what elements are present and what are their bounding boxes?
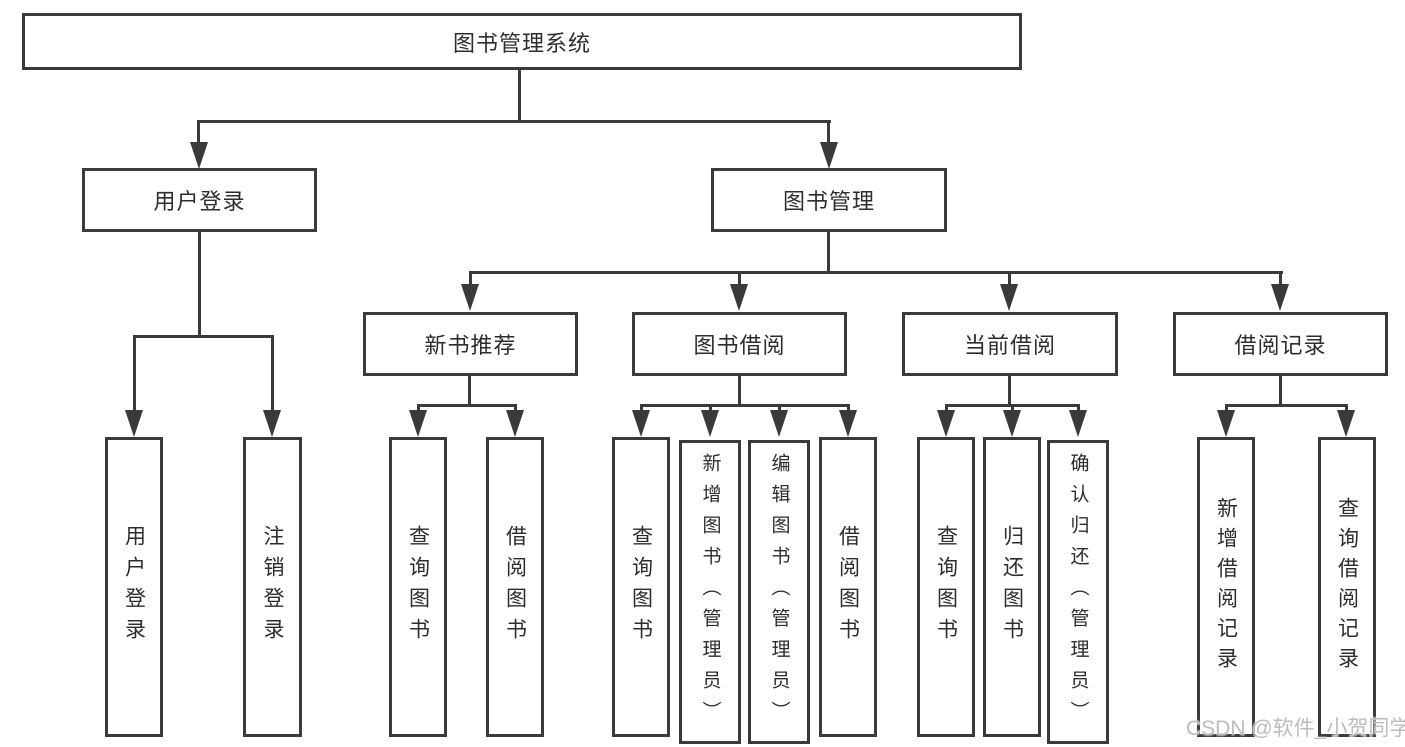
connector-hline [640,404,849,407]
connector-vline [778,404,781,413]
arrowhead-icon [1271,284,1289,311]
connector-vline [1077,404,1080,413]
connector-vline [133,335,136,413]
arrowhead-icon [461,284,479,311]
connector-vline [1225,404,1228,413]
connector-vline [709,404,712,413]
arrowhead-icon [701,410,719,437]
connector-hline [133,335,273,338]
node-user-login-label: 用户登录 [153,189,246,214]
leaf-query-borrow-record: 查询借阅记录 [1318,437,1376,737]
leaf-confirm-return-admin: 确认归还（管理员） [1047,440,1109,744]
connector-vline [827,232,830,273]
arrowhead-icon [409,410,427,437]
node-current-borrow: 当前借阅 [902,312,1118,376]
node-borrow-records: 借阅记录 [1173,312,1388,376]
connector-vline [468,376,471,406]
node-book-borrow-label: 图书借阅 [693,333,786,358]
connector-vline [417,404,420,413]
connector-vline [197,120,200,144]
leaf-add-book-admin-label: 新增图书（管理员） [699,452,721,732]
arrowhead-icon [730,284,748,311]
connector-vline [1345,404,1348,413]
connector-vline [1008,376,1011,406]
leaf-borrow-books-recommend-label: 借阅图书 [503,525,527,649]
node-book-borrow: 图书借阅 [632,312,847,376]
arrowhead-icon [1337,410,1355,437]
node-root: 图书管理系统 [22,13,1022,70]
connector-vline [1008,271,1011,288]
connector-hline [417,404,517,407]
csdn-watermark: CSDN @软件_小贺同学 [1186,717,1405,740]
connector-vline [827,120,830,144]
node-new-book-recommend-label: 新书推荐 [424,333,517,358]
leaf-logout-label: 注销登录 [261,525,284,649]
leaf-query-books-borrow: 查询图书 [612,437,670,737]
connector-vline [847,404,850,413]
leaf-borrow-books-label: 借阅图书 [836,525,860,649]
arrowhead-icon [506,410,524,437]
leaf-add-borrow-record: 新增借阅记录 [1197,437,1255,737]
node-user-login: 用户登录 [82,168,317,232]
connector-hline [469,271,1283,274]
leaf-return-books: 归还图书 [983,437,1041,737]
connector-vline [738,376,741,406]
leaf-query-books-current-label: 查询图书 [934,525,958,649]
connector-vline [198,232,201,337]
node-borrow-records-label: 借阅记录 [1234,333,1327,358]
arrowhead-icon [1069,410,1087,437]
leaf-borrow-books: 借阅图书 [819,437,877,737]
leaf-user-login-label: 用户登录 [122,525,146,649]
node-book-management-label: 图书管理 [782,189,875,214]
arrowhead-icon [1217,410,1235,437]
connector-vline [518,70,521,123]
leaf-add-borrow-record-label: 新增借阅记录 [1214,497,1238,677]
connector-hline [197,120,831,123]
node-current-borrow-label: 当前借阅 [963,333,1056,358]
arrowhead-icon [125,410,143,437]
leaf-query-books-recommend: 查询图书 [389,437,447,737]
leaf-return-books-label: 归还图书 [1000,525,1024,649]
connector-vline [1279,271,1282,288]
leaf-query-books-borrow-label: 查询图书 [629,525,653,649]
connector-hline [1225,404,1348,407]
leaf-query-books-current: 查询图书 [917,437,975,737]
leaf-add-book-admin: 新增图书（管理员） [679,440,741,744]
leaf-query-books-recommend-label: 查询图书 [406,525,430,649]
leaf-edit-book-admin: 编辑图书（管理员） [748,440,810,744]
connector-vline [271,335,274,413]
arrowhead-icon [770,410,788,437]
arrowhead-icon [820,142,838,169]
arrowhead-icon [263,410,281,437]
leaf-user-login: 用户登录 [105,437,163,737]
arrowhead-icon [1000,284,1018,311]
node-new-book-recommend: 新书推荐 [363,312,578,376]
leaf-borrow-books-recommend: 借阅图书 [486,437,544,737]
connector-vline [1011,404,1014,413]
node-root-label: 图书管理系统 [452,30,591,56]
connector-vline [1279,376,1282,406]
leaf-edit-book-admin-label: 编辑图书（管理员） [768,452,790,732]
connector-vline [738,271,741,288]
arrowhead-icon [190,142,208,169]
arrowhead-icon [839,410,857,437]
connector-vline [469,271,472,288]
connector-vline [945,404,948,413]
connector-vline [514,404,517,413]
leaf-query-borrow-record-label: 查询借阅记录 [1335,497,1359,677]
leaf-confirm-return-admin-label: 确认归还（管理员） [1067,452,1089,732]
arrowhead-icon [632,410,650,437]
leaf-logout: 注销登录 [243,437,302,737]
arrowhead-icon [1003,410,1021,437]
arrowhead-icon [937,410,955,437]
node-book-management: 图书管理 [711,168,947,232]
connector-vline [640,404,643,413]
